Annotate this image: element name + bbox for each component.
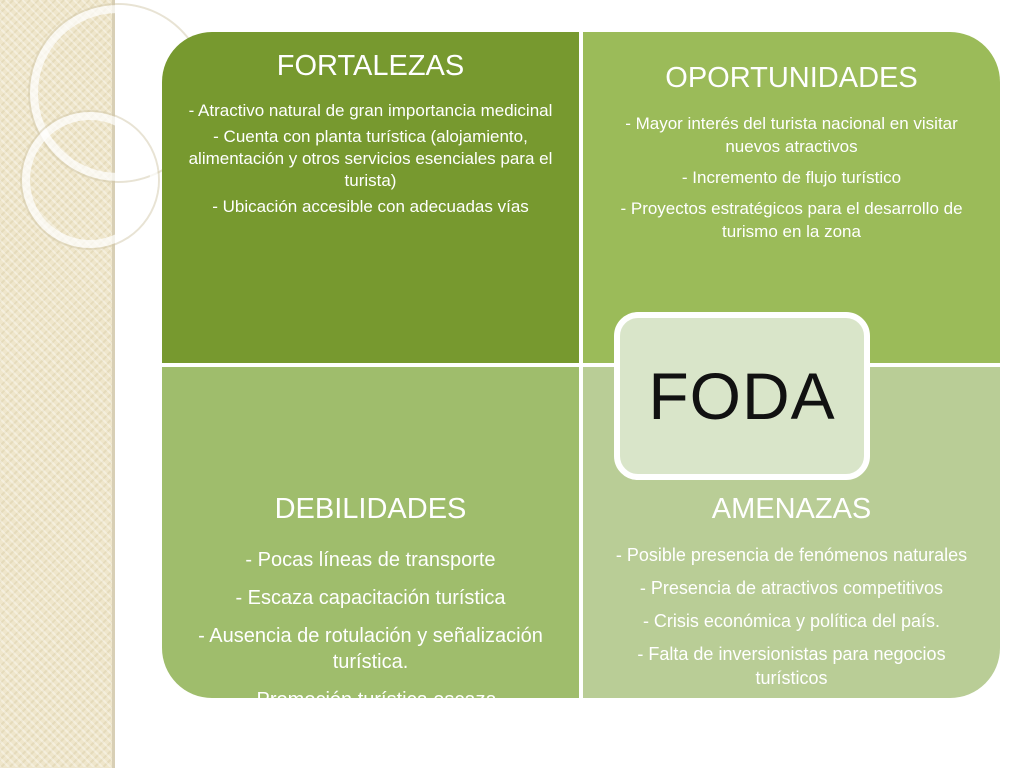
- list-item: - Incremento de flujo turístico: [681, 168, 902, 187]
- quadrant-list-debilidades: - Pocas líneas de transporte - Escaza ca…: [180, 547, 561, 725]
- list-item: - Presencia de atractivos competitivos: [639, 578, 944, 598]
- list-item: - Atractivo natural de gran importancia …: [188, 101, 553, 120]
- quadrant-oportunidades: OPORTUNIDADES - Mayor interés del turist…: [583, 32, 1000, 363]
- quadrant-list-fortalezas: - Atractivo natural de gran importancia …: [180, 100, 561, 222]
- quadrant-title-debilidades: DEBILIDADES: [274, 493, 467, 525]
- list-item: - Escaza capacitación turística: [235, 587, 506, 609]
- list-item: - Pocas líneas de transporte: [245, 549, 496, 571]
- list-item: - Ubicación accesible con adecuadas vías: [212, 197, 529, 216]
- quadrant-debilidades: DEBILIDADES - Pocas líneas de transporte…: [162, 367, 579, 711]
- list-item: - Proyectos estratégicos para el desarro…: [620, 199, 963, 241]
- decorative-ring-middle: [22, 112, 158, 248]
- list-item: - Posible presencia de fenómenos natural…: [615, 545, 968, 565]
- quadrant-list-oportunidades: - Mayor interés del turista nacional en …: [601, 112, 982, 251]
- list-item: - Promoción turística escaza: [244, 689, 497, 711]
- quadrant-list-amenazas: - Posible presencia de fenómenos natural…: [601, 543, 982, 699]
- list-item: - Crisis económica y política del país.: [642, 611, 941, 631]
- list-item: - Falta de inversionistas para negocios …: [637, 644, 946, 688]
- list-item: - Cuenta con planta turística (alojamien…: [188, 127, 553, 190]
- swot-diagram: FORTALEZAS - Atractivo natural de gran i…: [162, 32, 1000, 711]
- quadrant-title-oportunidades: OPORTUNIDADES: [665, 62, 918, 94]
- quadrant-fortalezas: FORTALEZAS - Atractivo natural de gran i…: [162, 32, 579, 363]
- list-item: - Mayor interés del turista nacional en …: [625, 114, 958, 156]
- center-label-foda: FODA: [614, 312, 870, 480]
- quadrant-title-fortalezas: FORTALEZAS: [276, 50, 465, 82]
- quadrant-title-amenazas: AMENAZAS: [711, 493, 872, 525]
- list-item: - Ausencia de rotulación y señalización …: [198, 625, 543, 673]
- side-strip-edge: [112, 0, 115, 768]
